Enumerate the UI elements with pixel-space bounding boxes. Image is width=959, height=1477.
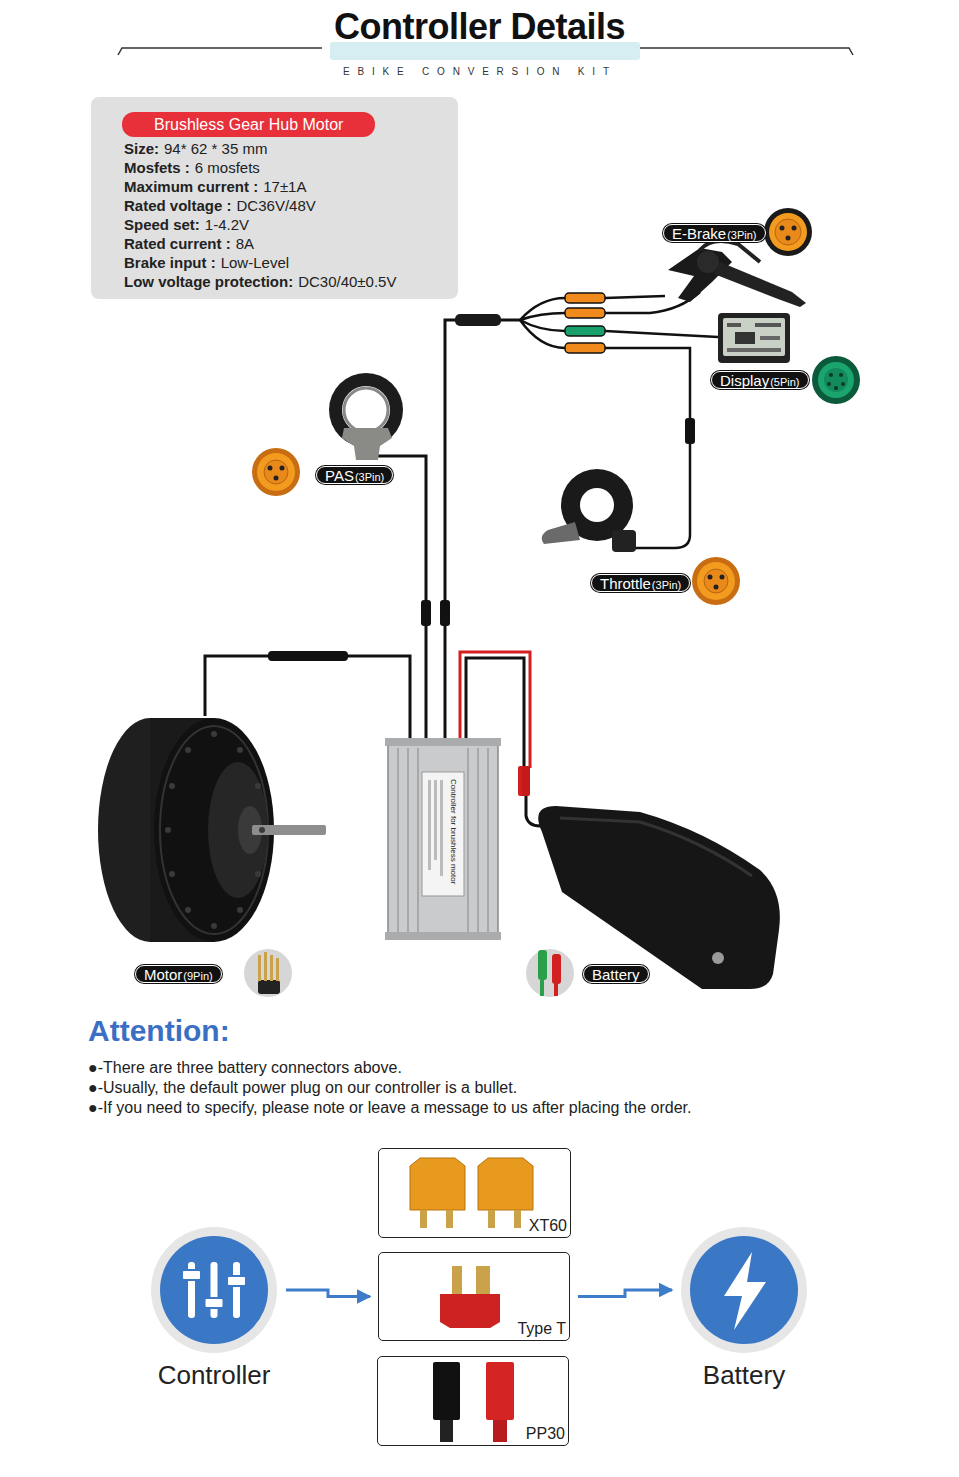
spec-value: 17±1A bbox=[263, 177, 306, 196]
pin-count: (3Pin) bbox=[727, 226, 756, 244]
spec-heading-pill: Brushless Gear Hub Motor bbox=[122, 112, 375, 137]
part-name: Throttle bbox=[600, 575, 651, 593]
note-line: ●-Usually, the default power plug on our… bbox=[88, 1078, 517, 1098]
icon-caption: Battery bbox=[703, 1360, 785, 1391]
spec-row: Rated voltage : DC36V/48V bbox=[124, 196, 396, 215]
part-name: Battery bbox=[592, 966, 640, 984]
pin-count: (3Pin) bbox=[652, 576, 681, 594]
pin-count: (3Pin) bbox=[355, 468, 384, 486]
plug-name: PP30 bbox=[526, 1425, 565, 1443]
part-label: Motor(9Pin) bbox=[135, 965, 222, 983]
spec-key: Size: bbox=[124, 139, 159, 158]
controller-sticker-text: Controller for brushless motor bbox=[449, 779, 458, 884]
spec-panel: Size: 94* 62 * 35 mmMosfets : 6 mosfetsMax… bbox=[91, 97, 458, 299]
spec-row: Size: 94* 62 * 35 mm bbox=[124, 139, 396, 158]
part-name: Motor bbox=[144, 966, 182, 984]
spec-key: Mosfets : bbox=[124, 158, 190, 177]
spec-value: DC36V/48V bbox=[237, 196, 316, 215]
spec-value: 6 mosfets bbox=[195, 158, 260, 177]
attention-heading: Attention: bbox=[88, 1014, 230, 1048]
spec-row: Low voltage protection: DC30/40±0.5V bbox=[124, 272, 396, 291]
plug-box: Type T bbox=[378, 1252, 570, 1341]
plug-name: Type T bbox=[517, 1320, 566, 1338]
spec-key: Rated current : bbox=[124, 234, 231, 253]
spec-key: Low voltage protection: bbox=[124, 272, 293, 291]
spec-key: Speed set: bbox=[124, 215, 200, 234]
spec-value: 1-4.2V bbox=[205, 215, 249, 234]
note-line: ●-If you need to specify, please note or… bbox=[88, 1098, 692, 1118]
spec-value: 94* 62 * 35 mm bbox=[164, 139, 267, 158]
controller-symbol bbox=[150, 1226, 278, 1354]
page-title: Controller Details bbox=[0, 6, 959, 48]
part-name: E-Brake bbox=[672, 225, 726, 243]
flow-arrow bbox=[578, 1290, 672, 1297]
spec-value: Low-Level bbox=[221, 253, 289, 272]
spec-row: Speed set: 1-4.2V bbox=[124, 215, 396, 234]
part-label: Throttle(3Pin) bbox=[591, 574, 690, 592]
part-label: E-Brake(3Pin) bbox=[663, 224, 766, 242]
note-line: ●-There are three battery connectors abo… bbox=[88, 1058, 402, 1078]
part-name: Brushless Gear Hub Motor bbox=[154, 112, 343, 137]
part-label: Battery bbox=[583, 965, 649, 983]
plug-box: PP30 bbox=[377, 1356, 569, 1446]
spec-row: Mosfets : 6 mosfets bbox=[124, 158, 396, 177]
spec-row: Brake input : Low-Level bbox=[124, 253, 396, 272]
spec-row: Maximum current : 17±1A bbox=[124, 177, 396, 196]
pin-count: (9Pin) bbox=[183, 967, 212, 985]
battery-symbol bbox=[680, 1226, 808, 1354]
battery-icon: Battery bbox=[680, 1226, 808, 1354]
plug-box: XT60 bbox=[378, 1148, 571, 1238]
spec-list: Size: 94* 62 * 35 mmMosfets : 6 mosfetsMax… bbox=[124, 139, 396, 291]
subtitle: EBIKE CONVERSION KIT bbox=[343, 66, 617, 77]
controller-icon: Controller bbox=[150, 1226, 278, 1354]
part-label: Display(5Pin) bbox=[711, 371, 809, 389]
pin-count: (5Pin) bbox=[770, 373, 799, 391]
part-name: PAS bbox=[325, 467, 354, 485]
spec-row: Rated current : 8A bbox=[124, 234, 396, 253]
part-name: Display bbox=[720, 372, 769, 390]
part-label: PAS(3Pin) bbox=[316, 466, 393, 484]
plug-name: XT60 bbox=[529, 1217, 567, 1235]
spec-key: Rated voltage : bbox=[124, 196, 232, 215]
spec-key: Maximum current : bbox=[124, 177, 258, 196]
spec-key: Brake input : bbox=[124, 253, 216, 272]
icon-caption: Controller bbox=[158, 1360, 271, 1391]
spec-value: 8A bbox=[236, 234, 254, 253]
flow-arrow bbox=[286, 1290, 370, 1297]
spec-value: DC30/40±0.5V bbox=[298, 272, 396, 291]
